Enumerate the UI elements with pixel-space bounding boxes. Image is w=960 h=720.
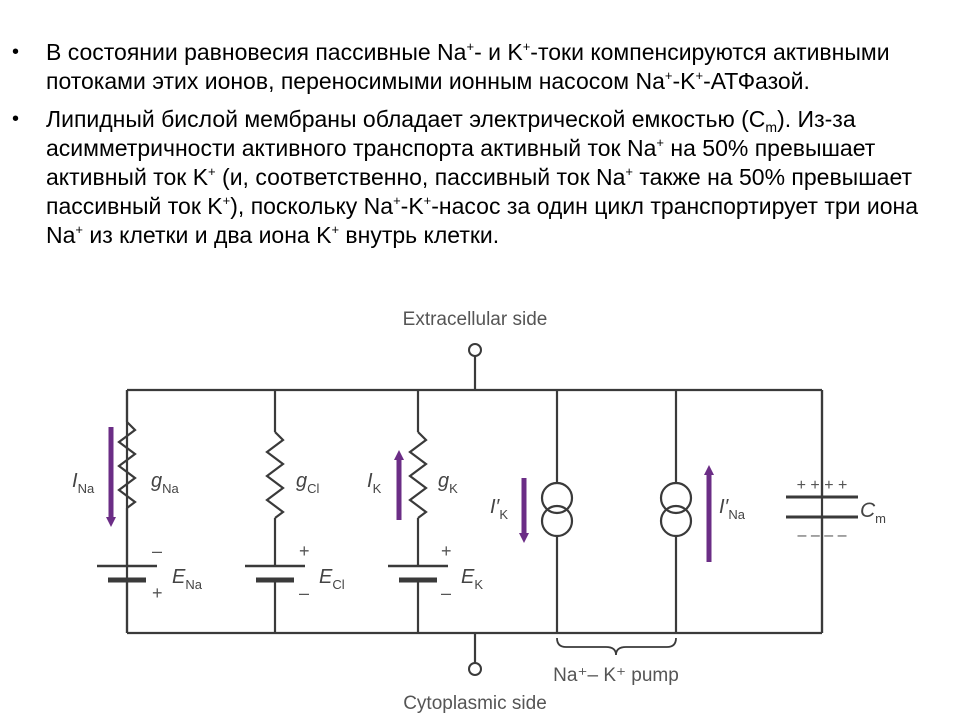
bullet-list: • В состоянии равновесия пассивные Na+- … <box>0 38 960 259</box>
text-run: внутрь клетки. <box>339 222 500 248</box>
na-resistor <box>117 421 137 509</box>
na-current-label: INa <box>72 470 95 496</box>
capacitor-label: Cm <box>860 499 886 526</box>
superscript: + <box>222 193 231 208</box>
text-run: -K <box>400 193 424 219</box>
text-run: (и, соответственно, пассивный ток Na <box>215 164 626 190</box>
superscript: + <box>664 68 673 83</box>
superscript: + <box>331 222 340 237</box>
na-branch: INa gNa – + ENa <box>72 390 203 633</box>
text-run: из клетки и два иона K <box>83 222 332 248</box>
k-branch: IK gK + – EK <box>367 390 483 633</box>
na-conductance-label: gNa <box>151 470 180 496</box>
bullet-1: • В состоянии равновесия пассивные Na+- … <box>0 38 960 96</box>
bullet-1-text: В состоянии равновесия пассивные Na+- и … <box>46 39 890 94</box>
bullet-2-text: Липидный бислой мембраны обладает электр… <box>46 106 918 248</box>
extracellular-label: Extracellular side <box>403 309 548 330</box>
subscript: m <box>765 119 778 135</box>
cl-conductance-label: gCl <box>296 470 320 496</box>
bullet-dot-icon: • <box>12 108 20 130</box>
superscript: + <box>466 39 475 54</box>
top-terminal-icon <box>468 343 482 357</box>
cl-resistor <box>265 431 285 519</box>
text-run: также на 50% превышает пассивный ток K <box>46 164 913 219</box>
text-run: -токи компенсируются активными потоками … <box>46 39 890 94</box>
pump-k-current-label: I′K <box>490 496 508 522</box>
superscript: + <box>522 39 531 54</box>
superscript: + <box>393 193 401 208</box>
text-run: -K <box>672 68 696 94</box>
text-run: ). Из-за асимметричности активного транс… <box>46 106 856 161</box>
bullet-dot-icon: • <box>12 41 20 63</box>
superscript: + <box>423 193 432 208</box>
text-run: Липидный бислой мембраны обладает электр… <box>46 106 766 132</box>
superscript: + <box>656 135 664 150</box>
text-run: ), поскольку Na <box>230 193 394 219</box>
capacitor-top-signs: + + + + <box>797 477 848 494</box>
text-run: В состоянии равновесия пассивные Na <box>46 39 467 65</box>
cl-top-sign: + <box>299 541 310 561</box>
k-emf-label: EK <box>461 566 483 592</box>
k-bottom-sign: – <box>441 583 451 603</box>
k-resistor <box>408 431 428 519</box>
superscript: + <box>695 68 704 83</box>
text-run: -насос за один цикл транспортирует три и… <box>46 193 919 248</box>
k-conductance-label: gK <box>438 470 458 496</box>
cytoplasmic-label: Cytoplasmic side <box>403 693 547 714</box>
cl-bottom-sign: – <box>299 583 309 603</box>
text-run: -АТФазой. <box>703 68 810 94</box>
pump-na-source: I′Na <box>659 390 746 633</box>
cl-emf-label: ECl <box>319 566 345 592</box>
text-run: на 50% превышает активный ток K <box>46 135 876 190</box>
pump-label: Na⁺– K⁺ pump <box>553 665 679 686</box>
na-top-sign: – <box>152 541 162 561</box>
pump-k-source: I′K <box>490 390 574 633</box>
na-emf-label: ENa <box>172 566 203 592</box>
superscript: + <box>75 222 83 237</box>
pump-na-current-label: I′Na <box>719 496 746 522</box>
na-bottom-sign: + <box>152 583 163 603</box>
k-top-sign: + <box>441 541 452 561</box>
pump-k-source-upper-circle-icon <box>540 481 574 515</box>
k-current-label: IK <box>367 470 382 496</box>
pump-na-source-lower-circle-icon <box>659 504 693 538</box>
membrane-capacitor: + + + + – – – – Cm <box>786 390 886 633</box>
superscript: + <box>625 164 634 179</box>
superscript: + <box>208 164 216 179</box>
capacitor-bottom-signs: – – – – <box>798 527 847 544</box>
pump-k-source-lower-circle-icon <box>540 504 574 538</box>
bottom-terminal-icon <box>468 662 482 676</box>
cl-branch: gCl + – ECl <box>245 390 345 633</box>
pump-brace <box>556 637 677 656</box>
text-run: - и K <box>474 39 523 65</box>
bullet-2: • Липидный бислой мембраны обладает элек… <box>0 105 960 250</box>
pump-na-source-upper-circle-icon <box>659 481 693 515</box>
